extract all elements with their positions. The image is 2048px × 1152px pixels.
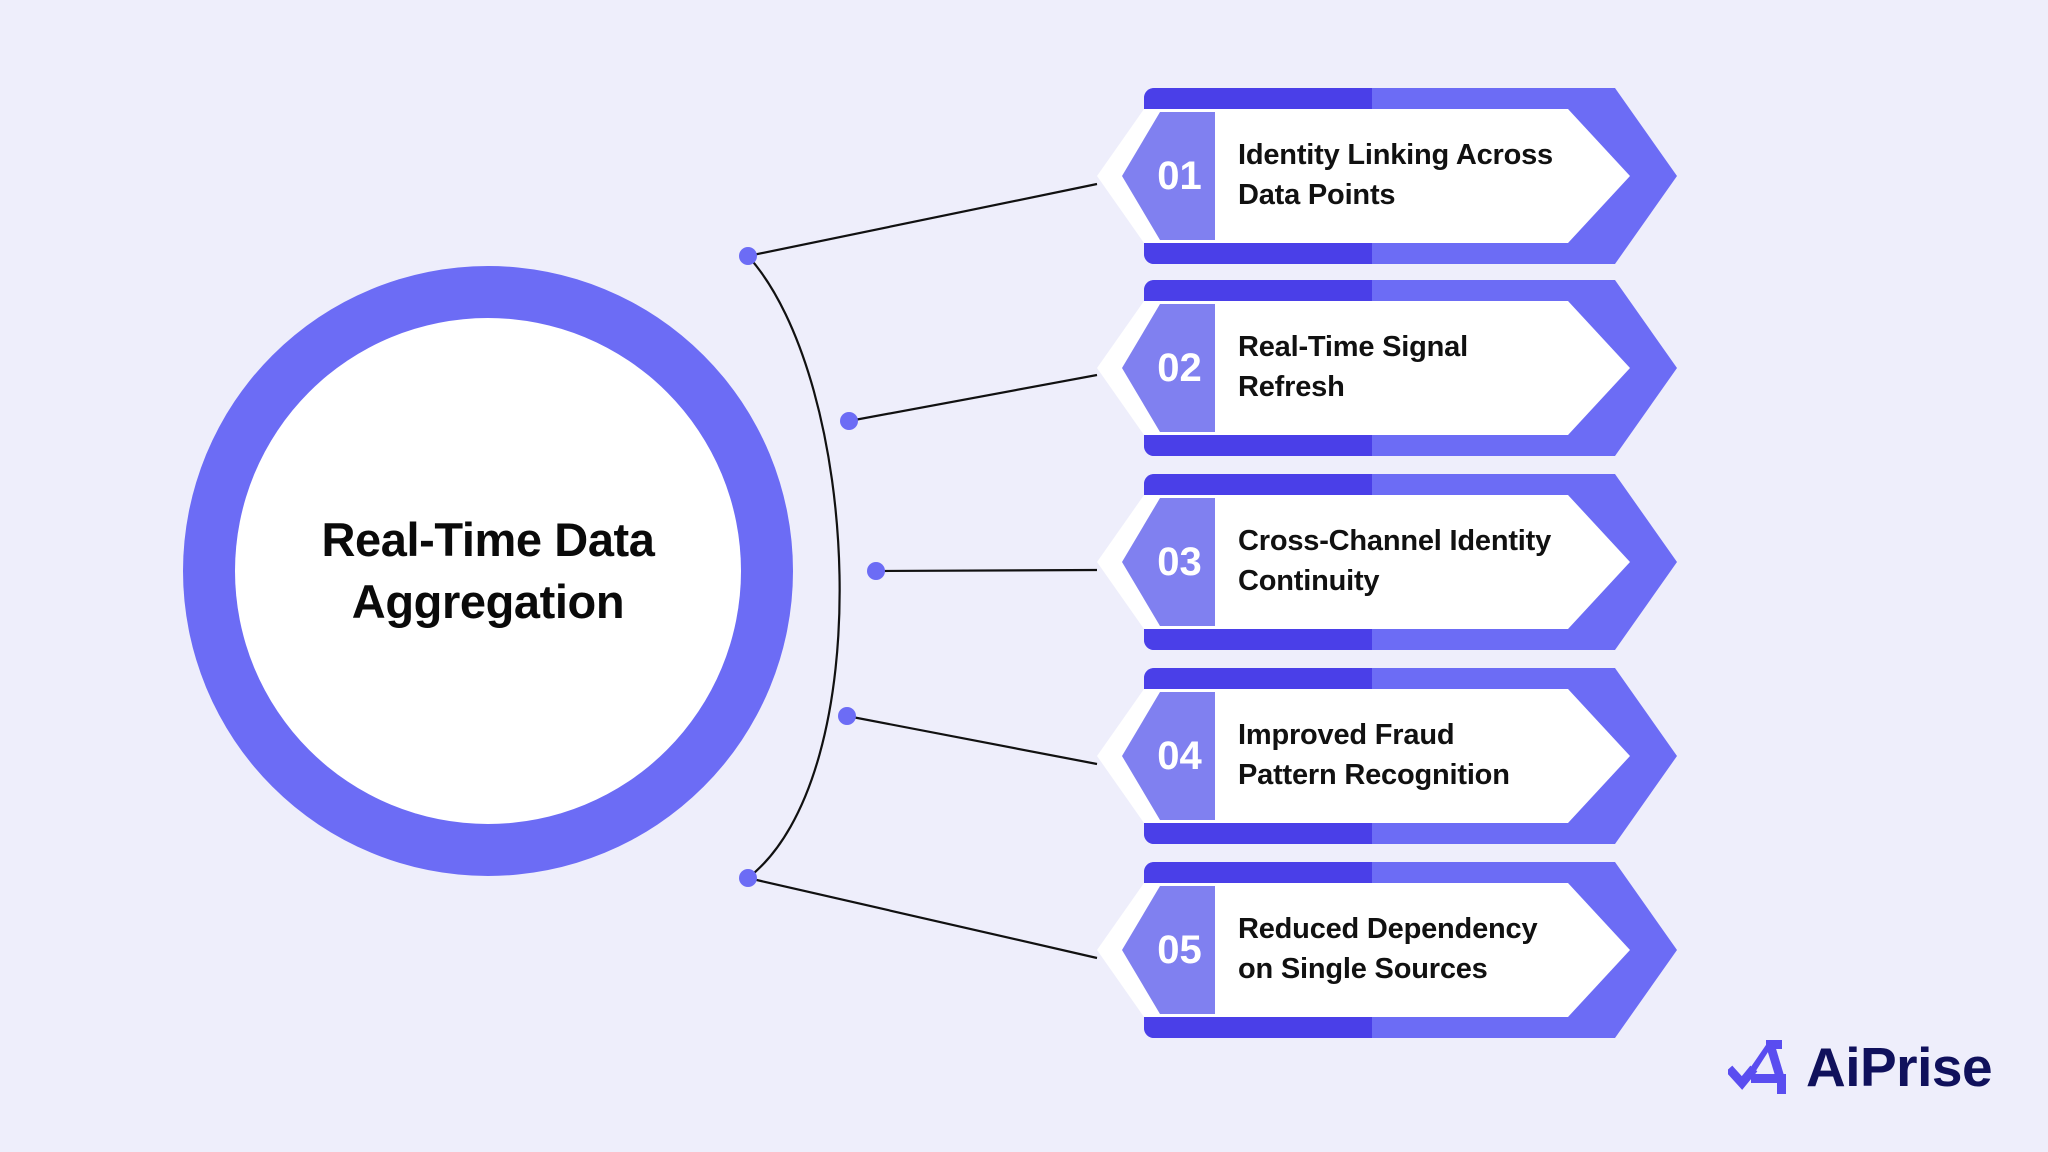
card-05-number: 05: [1157, 927, 1202, 972]
card-03[interactable]: 03 Cross-Channel Identity Continuity: [1097, 474, 1697, 650]
card-03-number: 03: [1157, 539, 1202, 584]
spoke-2: [848, 373, 1098, 423]
junction-dot-5: [739, 869, 757, 887]
aiprise-logo-mark: [1728, 1040, 1786, 1094]
card-03-label: Cross-Channel Identity Continuity: [1238, 525, 1552, 597]
aiprise-logo: AiPrise: [1728, 1035, 1993, 1098]
card-02[interactable]: 02 Real-Time Signal Refresh: [1097, 280, 1697, 456]
spoke-1: [747, 182, 1098, 258]
junction-dot-4: [838, 707, 856, 725]
card-04[interactable]: 04 Improved Fraud Pattern Recognition: [1097, 668, 1697, 844]
card-01-number: 01: [1157, 153, 1202, 198]
card-04-number: 04: [1157, 733, 1202, 778]
junction-dot-2: [840, 412, 858, 430]
card-05[interactable]: 05 Reduced Dependency on Single Sources: [1097, 862, 1697, 1038]
card-01[interactable]: 01 Identity Linking Across Data Points: [1097, 88, 1697, 264]
card-02-number: 02: [1157, 345, 1202, 390]
junction-dot-3: [867, 562, 885, 580]
hub-circle: Real-Time Data Aggregation: [183, 266, 793, 876]
junction-dot-1: [739, 247, 757, 265]
card-02-label: Real-Time Signal Refresh: [1238, 331, 1468, 403]
spoke-3: [875, 568, 1098, 573]
spoke-5: [747, 876, 1098, 960]
hub-title: Real-Time Data Aggregation: [321, 512, 655, 629]
hub-circle-inner: Real-Time Data Aggregation: [235, 318, 741, 824]
aiprise-logo-text: AiPrise: [1806, 1035, 1993, 1098]
card-05-label: Reduced Dependency on Single Sources: [1238, 913, 1538, 985]
card-01-label: Identity Linking Across Data Points: [1238, 139, 1553, 211]
spoke-4: [846, 714, 1098, 766]
card-04-label: Improved Fraud Pattern Recognition: [1238, 719, 1510, 791]
